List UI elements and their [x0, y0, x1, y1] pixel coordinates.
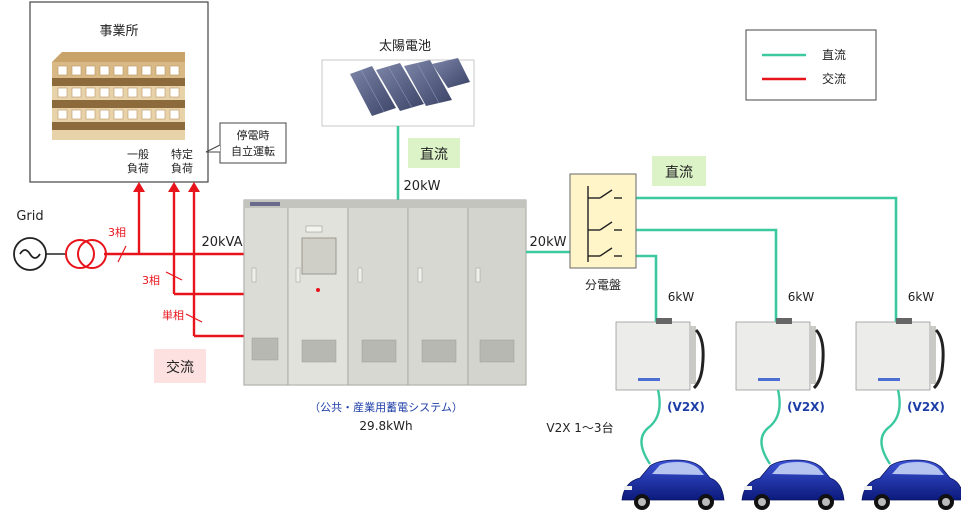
v2x-power-label: 6kW — [668, 290, 695, 304]
legend: 直流 交流 — [745, 29, 877, 101]
v2x-label: (V2X) — [907, 400, 945, 414]
car-icon — [861, 459, 961, 510]
v2x-charger-icon — [735, 318, 825, 391]
distribution-dc-label-box: 直流 — [652, 156, 706, 186]
load-specific-line2: 負荷 — [171, 162, 193, 175]
islanding-callout: 停電時 自立運転 — [205, 122, 287, 164]
office-box: 事業所 一般 負荷 特定 負荷 — [29, 1, 209, 183]
v2x-label: (V2X) — [787, 400, 825, 414]
arrow-up-general-icon — [133, 182, 145, 192]
svg-text:停電時: 停電時 — [237, 128, 270, 142]
solar-power-label: 20kW — [404, 179, 441, 194]
ac-source-icon — [13, 237, 47, 271]
distribution-panel — [569, 173, 637, 269]
arrow-up-specific2-icon — [188, 182, 200, 192]
phase-tick — [185, 313, 203, 323]
load-general-line2: 負荷 — [127, 162, 149, 175]
v2x-unit: 6kW (V2X) — [855, 290, 961, 510]
phase-tick — [117, 245, 127, 263]
building-icon — [52, 52, 185, 140]
v2x-cable — [880, 389, 901, 465]
switch-icon — [599, 247, 613, 257]
ac-lines — [104, 190, 244, 338]
distribution-input-power: 20kW — [530, 235, 567, 250]
v2x-unit: 6kW (V2X) — [615, 290, 725, 510]
distribution-label: 分電盤 — [585, 278, 621, 292]
phase-label-3a: 3相 — [108, 226, 126, 239]
storage-system-name: （公共・産業用蓄電システム） — [309, 401, 463, 414]
v2x-charger-icon — [615, 318, 705, 391]
switch-icon — [599, 189, 613, 199]
ac-label-box: 交流 — [154, 349, 206, 383]
load-general-line1: 一般 — [127, 148, 149, 161]
arrow-up-specific1-icon — [168, 182, 180, 192]
car-icon — [741, 459, 845, 510]
transformer-icon — [65, 239, 107, 269]
load-specific-line1: 特定 — [171, 147, 193, 161]
svg-text:自立運転: 自立運転 — [231, 144, 275, 158]
v2x-power-label: 6kW — [788, 290, 815, 304]
v2x-cable — [640, 389, 661, 465]
solar-panel-icon — [321, 58, 475, 127]
phase-tick — [165, 271, 183, 281]
v2x-unit: 6kW (V2X) — [735, 290, 845, 510]
solar-title: 太陽電池 — [379, 39, 431, 54]
v2x-label: (V2X) — [667, 400, 705, 414]
phase-label-3b: 3相 — [142, 274, 160, 287]
car-icon — [621, 459, 725, 510]
svg-text:直流: 直流 — [420, 146, 448, 163]
phase-label-single: 単相 — [162, 308, 184, 322]
office-title: 事業所 — [99, 23, 138, 39]
v2x-count-label: V2X 1～3台 — [546, 420, 613, 435]
legend-ac-label: 交流 — [822, 71, 846, 86]
grid-label: Grid — [16, 209, 43, 224]
svg-text:直流: 直流 — [665, 164, 693, 181]
v2x-cable — [760, 389, 781, 465]
solar-dc-label-box: 直流 — [408, 138, 460, 168]
switch-icon — [599, 221, 613, 231]
svg-text:交流: 交流 — [166, 359, 194, 376]
legend-dc-label: 直流 — [822, 48, 846, 62]
v2x-power-label: 6kW — [908, 290, 935, 304]
inverter-rating-label: 20kVA — [201, 235, 242, 250]
storage-system-cabinet — [243, 199, 527, 386]
v2x-charger-icon — [855, 318, 945, 391]
storage-capacity: 29.8kWh — [359, 419, 412, 433]
